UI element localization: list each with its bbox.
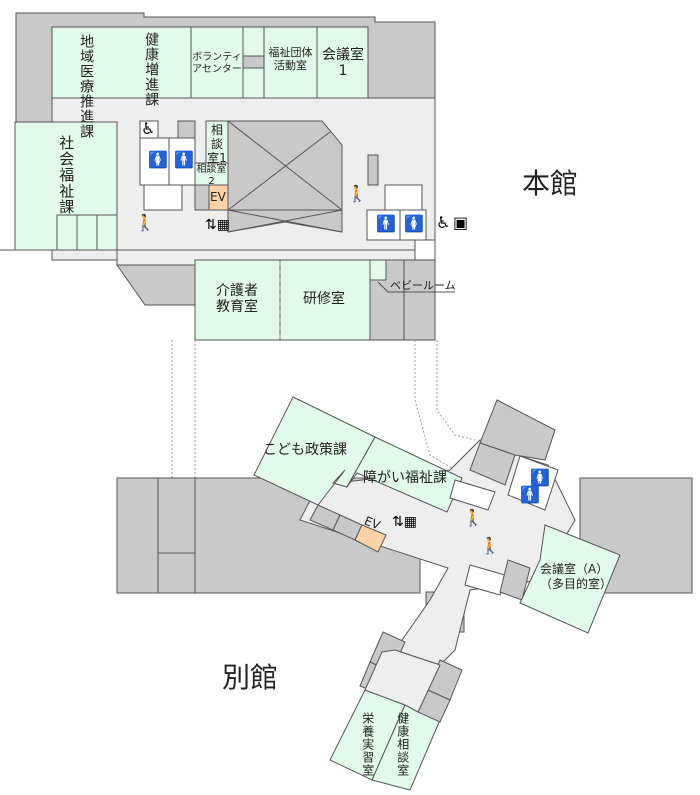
label-kodomo: こども政策課 <box>263 442 347 458</box>
pillar <box>242 55 265 69</box>
structure <box>157 477 196 554</box>
label-shakai-fukushi: 社会福祉課 <box>57 135 76 215</box>
atrium-void <box>227 120 343 233</box>
room-chiiki <box>51 26 192 99</box>
label-kaigiA-sub: （多目的室） <box>540 577 613 591</box>
wheelchair-icon: ♿ <box>141 119 156 138</box>
structure <box>479 399 556 461</box>
label-baby: ベビールーム <box>390 279 456 292</box>
label-sodan2: 相談室2 <box>196 164 227 187</box>
subroom <box>76 214 98 251</box>
male-restroom-icon: 🚹 <box>376 214 396 233</box>
label-kaigiA: 会議室（A） <box>540 562 609 576</box>
restrooms-annex <box>507 455 559 511</box>
label-kenshu: 研修室 <box>303 291 345 307</box>
stairs-icon: 🚶 <box>347 184 367 203</box>
room-kaigi1 <box>316 26 369 99</box>
label-annex-building: 別館 <box>222 661 279 694</box>
male-restroom-east <box>366 209 401 241</box>
label-chiiki: 地域医療推進課 <box>78 34 95 139</box>
stairs-icon: 🚶 <box>480 536 500 555</box>
shaft <box>177 120 196 139</box>
subroom <box>56 214 78 251</box>
stairs-annex-south <box>464 564 506 596</box>
room-fukushi-dantai <box>263 26 318 99</box>
room-baby <box>369 259 387 281</box>
stairs-icon: 🚶 <box>135 213 155 232</box>
label-sodan1: 相談室1 <box>207 123 227 165</box>
accessible-toilet-east <box>414 239 436 261</box>
south-corridor <box>364 649 441 713</box>
female-restroom-east <box>399 209 427 241</box>
label-kenko-zoshin: 健康増進課 <box>143 32 160 107</box>
male-restroom-icon: 🚹 <box>174 150 194 169</box>
female-restroom-icon: 🚺 <box>148 150 168 169</box>
elevator-annex <box>354 524 387 553</box>
stairwell-east <box>384 184 423 211</box>
room-kenshu <box>279 259 371 341</box>
structure <box>469 442 516 486</box>
elevator-icon: ⇅▦ <box>392 514 417 530</box>
wheelchair-icon: ♿ <box>436 213 451 232</box>
label-main-building: 本館 <box>522 167 579 200</box>
structure <box>157 552 196 594</box>
female-restroom-icon: 🚺 <box>530 468 550 487</box>
structure <box>116 264 196 306</box>
subroom <box>96 214 118 251</box>
label-kenko-sodan: 健康相談室 <box>395 712 410 777</box>
male-restroom <box>168 137 196 186</box>
male-restroom-icon: 🚹 <box>520 485 540 504</box>
elevator-icon: ⇅▦ <box>205 217 230 233</box>
label-fukushi-dantai: 福祉団体活動室 <box>268 46 313 72</box>
label-ev-main: EV <box>210 190 226 204</box>
shaft <box>194 184 210 211</box>
stairs-annex <box>449 479 496 511</box>
label-shogai: 障がい福祉課 <box>363 470 447 486</box>
female-restroom <box>139 137 170 186</box>
room-shogai <box>346 436 463 513</box>
label-kaigosha: 介護者教育室 <box>216 283 258 316</box>
stairwell <box>143 184 183 211</box>
stairs-icon: 🚶 <box>463 508 483 527</box>
room-kaigiA <box>519 524 621 634</box>
baby-bed-icon: ▣ <box>453 213 469 232</box>
female-restroom-icon: 🚺 <box>404 214 424 233</box>
label-eiyo: 栄養実習室 <box>360 712 375 777</box>
room-volunteer <box>190 26 244 99</box>
label-volunteer: ボランティアセンター <box>192 52 242 75</box>
label-kaigi1: 会議室1 <box>322 47 364 80</box>
pillar <box>367 154 379 186</box>
